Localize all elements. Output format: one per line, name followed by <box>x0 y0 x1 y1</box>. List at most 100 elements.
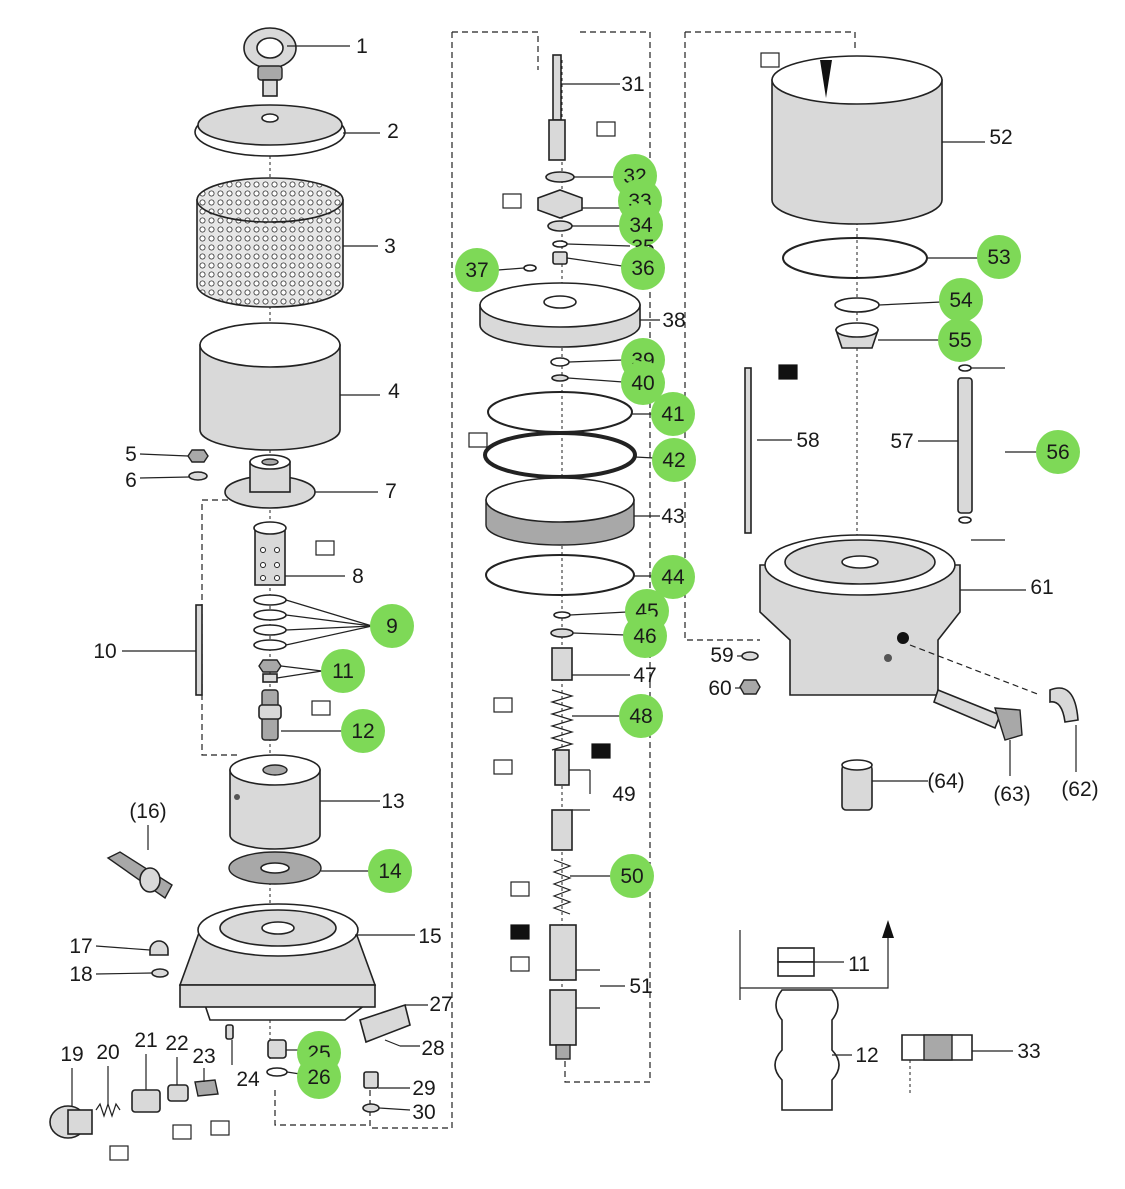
part-27-plate <box>359 1003 411 1044</box>
part-64-coupling <box>841 759 873 811</box>
leader-line-l9 <box>285 614 373 627</box>
highlight-badge-l53 <box>977 235 1021 279</box>
part-35-ring <box>552 240 568 248</box>
highlight-badge-l9 <box>370 604 414 648</box>
reference-square <box>760 52 780 68</box>
group-boundary-right <box>684 31 856 641</box>
reference-square <box>172 1124 192 1140</box>
leader-lines <box>71 45 1077 1111</box>
reference-square <box>109 1145 129 1161</box>
callout-label-l52: 52 <box>989 126 1012 149</box>
leader-line-l36 <box>566 257 623 267</box>
part-45-washer <box>553 611 571 619</box>
part-9-o-rings <box>253 594 287 651</box>
part-56-tube-seals <box>958 364 972 524</box>
callout-label-l42: 42 <box>662 449 685 472</box>
part-41-o-ring <box>487 391 633 433</box>
callout-label-l47: 47 <box>633 664 656 687</box>
part-36-nut <box>552 251 568 265</box>
part-19-plug <box>49 1105 93 1139</box>
part-11-nut <box>258 659 282 683</box>
part-37-pin <box>523 264 537 272</box>
part-10-stud <box>195 604 203 696</box>
part-8-cylinder <box>253 521 287 586</box>
part-23-clip <box>194 1079 219 1097</box>
detail-33-block <box>901 1034 973 1061</box>
callout-label-l56: 56 <box>1046 441 1069 464</box>
callout-label-l14: 14 <box>378 860 402 883</box>
reference-square-filled <box>510 924 530 940</box>
callout-label-l26: 26 <box>307 1066 330 1089</box>
part-42-seal-ring <box>483 431 637 479</box>
callout-label-l3: 3 <box>384 235 396 258</box>
leader-line-l37 <box>497 267 525 271</box>
highlight-badge-l44 <box>651 555 695 599</box>
group-boundary-middle-right <box>564 31 651 1083</box>
part-53-o-ring <box>782 237 928 279</box>
part-18-washer <box>151 968 169 978</box>
part-50-spring <box>552 859 572 915</box>
reference-square <box>510 956 530 972</box>
leader-line-l30 <box>378 1107 411 1111</box>
callout-label-l5: 5 <box>125 443 137 466</box>
callout-label-l64: (64) <box>927 770 964 793</box>
part-55-bushing <box>834 322 880 349</box>
part-3-strainer-basket <box>196 177 344 308</box>
part-30-washer <box>362 1103 380 1113</box>
highlight-badge-l46 <box>623 614 667 658</box>
part-63-fitting <box>933 688 1023 741</box>
part-20-spring <box>95 1102 121 1118</box>
callout-label-l57: 57 <box>890 430 913 453</box>
part-59-washer <box>741 651 759 661</box>
highlight-badge-l11 <box>321 649 365 693</box>
reference-square <box>315 540 335 556</box>
callout-label-l62: (62) <box>1061 778 1098 801</box>
callout-label-l10: 10 <box>93 640 116 663</box>
part-47-sleeve <box>551 647 573 681</box>
callout-label-l34: 34 <box>629 214 653 237</box>
callout-label-l7: 7 <box>385 480 397 503</box>
part-58-stud <box>744 367 752 534</box>
callout-label-l4: 4 <box>388 380 400 403</box>
callout-label-l37: 37 <box>465 259 488 282</box>
part-12-valve <box>258 689 282 741</box>
detail-11-nut <box>777 947 815 977</box>
leader-line-l17 <box>95 945 151 951</box>
highlight-badge-l12 <box>341 709 385 753</box>
connection-line-62 <box>909 644 1041 696</box>
reference-square-filled <box>591 743 611 759</box>
callout-label-l50: 50 <box>620 865 643 888</box>
callout-label-l8: 8 <box>352 565 364 588</box>
callout-label-l51: 51 <box>629 975 652 998</box>
callout-label-l21: 21 <box>134 1029 157 1052</box>
part-26-o-ring <box>266 1067 288 1077</box>
callout-label-l13: 13 <box>381 790 404 813</box>
part-7-flange <box>224 454 316 509</box>
callout-label-l11: 11 <box>332 660 354 683</box>
part-40-washer <box>551 374 569 382</box>
part-25-bushing <box>267 1039 287 1059</box>
callout-label-l6: 6 <box>125 469 137 492</box>
part-31-plunger-rod <box>548 54 566 161</box>
leader-line-l11 <box>276 670 323 679</box>
highlight-badge-l48 <box>619 694 663 738</box>
callout-label-l44: 44 <box>661 566 685 589</box>
callout-label-l12: 12 <box>351 720 374 743</box>
part-44-o-ring <box>485 554 635 596</box>
part-22-ring <box>167 1084 189 1102</box>
part-38-follower-plate <box>479 282 641 348</box>
part-62-elbow <box>1049 687 1079 723</box>
part-13-pump-body <box>229 754 321 850</box>
leader-line-l11 <box>280 665 323 672</box>
highlight-badge-l26 <box>297 1055 341 1099</box>
callout-label-l27: 27 <box>429 993 452 1016</box>
part-43-piston <box>485 477 635 546</box>
part-33-guide-block <box>537 189 583 219</box>
part-2-cover <box>194 104 346 157</box>
callout-label-l60: 60 <box>708 677 731 700</box>
callout-label-l17: 17 <box>69 935 92 958</box>
callout-label-l23: 23 <box>192 1045 215 1068</box>
callout-label-l15: 15 <box>418 925 441 948</box>
leader-line-l39 <box>568 359 624 363</box>
highlight-badge-l56 <box>1036 430 1080 474</box>
